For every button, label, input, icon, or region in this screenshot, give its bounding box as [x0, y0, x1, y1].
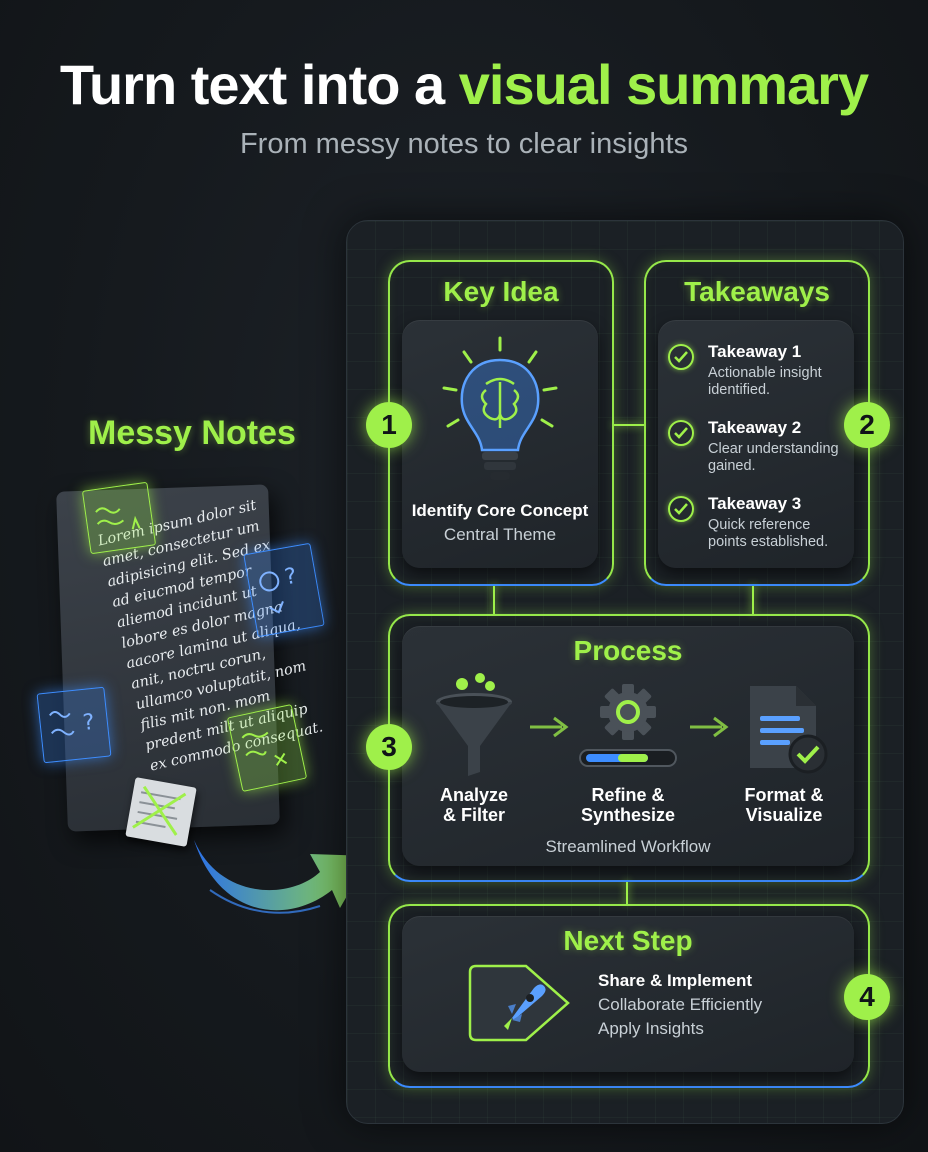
process-step-analyze: Analyze & Filter [414, 785, 534, 825]
title-plain: Turn text into a [59, 53, 459, 116]
document-check-icon [750, 686, 828, 774]
process-step-line: Format & [744, 785, 824, 805]
process-step-line: Visualize [745, 805, 823, 825]
gear-progress-icon [579, 684, 677, 767]
key-idea-title: Identify Core Concept [411, 501, 589, 520]
key-idea-subtitle: Central Theme [443, 525, 557, 544]
connector-1-2 [612, 424, 644, 426]
step-badge-1: 1 [366, 402, 412, 448]
process-step-line: Refine & [591, 785, 665, 805]
check-circle-icon [668, 496, 694, 522]
connector-2-3 [752, 584, 754, 614]
process-footer: Streamlined Workflow [545, 837, 711, 856]
takeaways-card: Takeaway 1 Actionable insight identified… [658, 320, 854, 568]
svg-text:?: ? [283, 564, 299, 591]
title-accent: visual summary [458, 53, 869, 116]
sticky-note-blue-right: ? [243, 542, 325, 638]
flow-arrow-icon [194, 840, 370, 914]
funnel-icon [436, 673, 512, 776]
process-step-line: & Filter [442, 805, 505, 825]
takeaway-desc: Clear understanding gained. [708, 441, 839, 474]
messy-notes-title: Messy Notes [88, 414, 296, 452]
next-step-title: Share & Implement [598, 971, 752, 990]
sticky-note-green-top [81, 481, 157, 555]
connector-3-4 [626, 880, 628, 904]
connector-1-3 [493, 584, 495, 614]
process-arrow-2-icon [688, 712, 734, 742]
crossed-out-note [125, 777, 197, 847]
key-idea-card [402, 320, 598, 568]
process-arrow-1-icon [528, 712, 574, 742]
sticky-note-green-bottom [226, 703, 308, 793]
step-badge-4: 4 [844, 974, 890, 1020]
step-badge-3: 3 [366, 724, 412, 770]
svg-text:?: ? [82, 710, 96, 736]
page-subtitle: From messy notes to clear insights [239, 128, 689, 160]
process-step-line: Analyze [439, 785, 509, 805]
takeaway-title: Takeaway 2 [708, 418, 802, 437]
rocket-play-icon [468, 964, 570, 1042]
takeaway-title: Takeaway 3 [708, 494, 802, 513]
step-badge-2: 2 [844, 402, 890, 448]
check-circle-icon [668, 344, 694, 370]
process-step-line: Synthesize [580, 805, 676, 825]
sticky-note-blue-left: ? [36, 686, 112, 764]
check-circle-icon [668, 420, 694, 446]
process-step-refine: Refine & Synthesize [568, 785, 688, 825]
page-title: Turn text into a visual summary [0, 52, 928, 117]
takeaway-desc: Quick reference points established. [708, 517, 829, 550]
takeaways-heading: Takeaways [684, 276, 830, 307]
next-step-heading: Next Step [563, 925, 693, 956]
key-idea-heading: Key Idea [443, 276, 559, 307]
next-step-line-2: Apply Insights [598, 1019, 704, 1038]
process-heading: Process [573, 635, 683, 666]
process-step-format: Format & Visualize [724, 785, 844, 825]
takeaway-title: Takeaway 1 [708, 342, 802, 361]
next-step-line-1: Collaborate Efficiently [598, 995, 763, 1014]
takeaway-desc: Actionable insight identified. [708, 365, 822, 398]
lightbulb-brain-icon [442, 336, 558, 480]
